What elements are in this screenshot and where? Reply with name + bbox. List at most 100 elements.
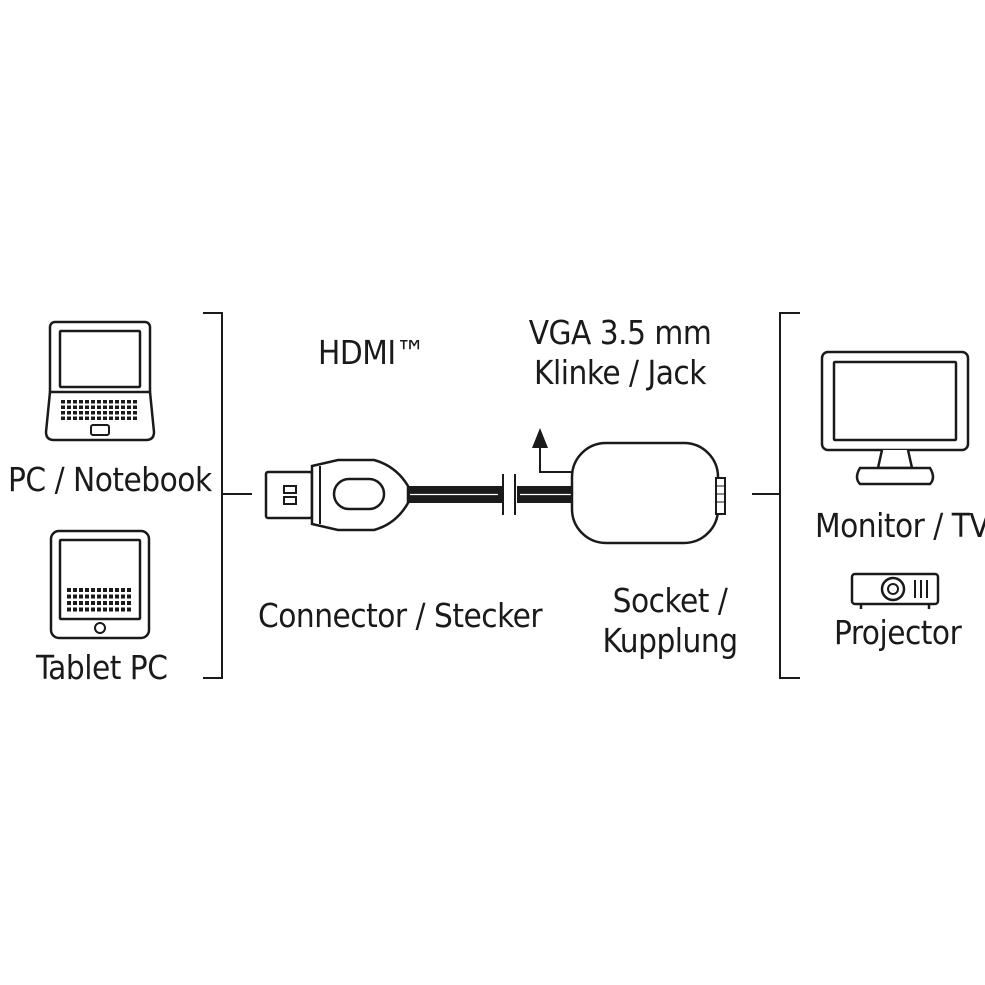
keyboard-key <box>79 588 83 592</box>
keyboard-key <box>121 400 125 404</box>
keyboard-key <box>109 411 113 415</box>
keyboard-key <box>79 405 83 409</box>
keyboard-key <box>85 405 89 409</box>
keyboard-key <box>61 416 65 420</box>
laptop-icon <box>44 320 156 442</box>
keyboard-key <box>103 405 107 409</box>
keyboard-key <box>121 411 125 415</box>
keyboard-key <box>121 588 125 592</box>
keyboard-key <box>67 405 71 409</box>
arrow-up-icon <box>532 428 578 473</box>
keyboard-key <box>73 594 77 599</box>
cable-right <box>514 474 577 515</box>
tablet-icon <box>49 529 151 640</box>
keyboard-key <box>73 588 77 592</box>
keyboard-key <box>109 405 113 409</box>
keyboard-key <box>91 588 95 592</box>
keyboard-key <box>97 411 101 415</box>
keyboard-key <box>85 588 89 592</box>
keyboard-key <box>67 416 71 420</box>
keyboard-key <box>133 416 137 420</box>
keyboard-key <box>85 607 89 612</box>
keyboard-key <box>91 405 95 409</box>
hdmi-plug-icon <box>264 458 410 532</box>
keyboard-key <box>103 594 107 599</box>
keyboard-key <box>115 416 119 420</box>
label-connector: Connector / Stecker <box>258 596 543 635</box>
keyboard-key <box>103 607 107 612</box>
label-monitor-tv: Monitor / TV <box>815 506 985 545</box>
label-vga-jack-line2: Klinke / Jack <box>534 353 706 392</box>
keyboard-key <box>121 405 125 409</box>
monitor-icon <box>820 350 970 486</box>
keyboard-key <box>79 607 83 612</box>
keyboard-key <box>67 601 71 605</box>
keyboard-key <box>121 607 125 612</box>
keyboard-key <box>73 601 77 605</box>
keyboard-key <box>103 588 107 592</box>
keyboard-key <box>73 400 77 404</box>
keyboard-key <box>127 416 131 420</box>
keyboard-key <box>97 400 101 404</box>
keyboard-key <box>103 601 107 605</box>
keyboard-key <box>97 601 101 605</box>
keyboard-key <box>79 411 83 415</box>
keyboard-key <box>103 411 107 415</box>
keyboard-key <box>127 594 131 599</box>
keyboard-key <box>109 416 113 420</box>
keyboard-key <box>85 601 89 605</box>
label-hdmi: HDMI™ <box>318 333 425 372</box>
keyboard-key <box>115 594 119 599</box>
keyboard-key <box>67 607 71 612</box>
keyboard-key <box>121 594 125 599</box>
keyboard-key <box>127 400 131 404</box>
keyboard-key <box>127 588 131 592</box>
keyboard-key <box>133 400 137 404</box>
keyboard-key <box>109 400 113 404</box>
projector-icon <box>850 572 940 609</box>
keyboard-key <box>79 601 83 605</box>
keyboard-key <box>97 607 101 612</box>
keyboard-key <box>67 594 71 599</box>
keyboard-key <box>97 594 101 599</box>
label-tablet-pc: Tablet PC <box>36 648 168 687</box>
keyboard-key <box>127 411 131 415</box>
keyboard-key <box>115 601 119 605</box>
keyboard-key <box>97 588 101 592</box>
keyboard-key <box>127 405 131 409</box>
keyboard-key <box>61 400 65 404</box>
keyboard-key <box>67 411 71 415</box>
right-bracket <box>752 312 800 679</box>
keyboard-key <box>79 594 83 599</box>
keyboard-key <box>109 601 113 605</box>
label-projector: Projector <box>834 613 962 652</box>
keyboard-key <box>91 601 95 605</box>
keyboard-key <box>97 416 101 420</box>
keyboard-key <box>133 405 137 409</box>
keyboard-key <box>67 400 71 404</box>
keyboard-key <box>85 416 89 420</box>
keyboard-key <box>73 607 77 612</box>
label-socket-line1: Socket / <box>612 581 728 620</box>
keyboard-key <box>73 405 77 409</box>
keyboard-key <box>109 588 113 592</box>
label-vga-jack-line1: VGA 3.5 mm <box>528 313 712 352</box>
keyboard-key <box>73 416 77 420</box>
keyboard-key <box>133 411 137 415</box>
keyboard-key <box>103 416 107 420</box>
label-pc-notebook: PC / Notebook <box>8 460 212 499</box>
keyboard-key <box>91 411 95 415</box>
keyboard-key <box>91 607 95 612</box>
keyboard-key <box>115 588 119 592</box>
keyboard-key <box>97 405 101 409</box>
keyboard-key <box>61 411 65 415</box>
keyboard-key <box>73 411 77 415</box>
keyboard-key <box>115 400 119 404</box>
adapter-box-icon <box>570 441 726 545</box>
cable-left <box>400 474 504 515</box>
keyboard-key <box>85 411 89 415</box>
keyboard-key <box>85 400 89 404</box>
keyboard-key <box>79 400 83 404</box>
keyboard-key <box>127 607 131 612</box>
